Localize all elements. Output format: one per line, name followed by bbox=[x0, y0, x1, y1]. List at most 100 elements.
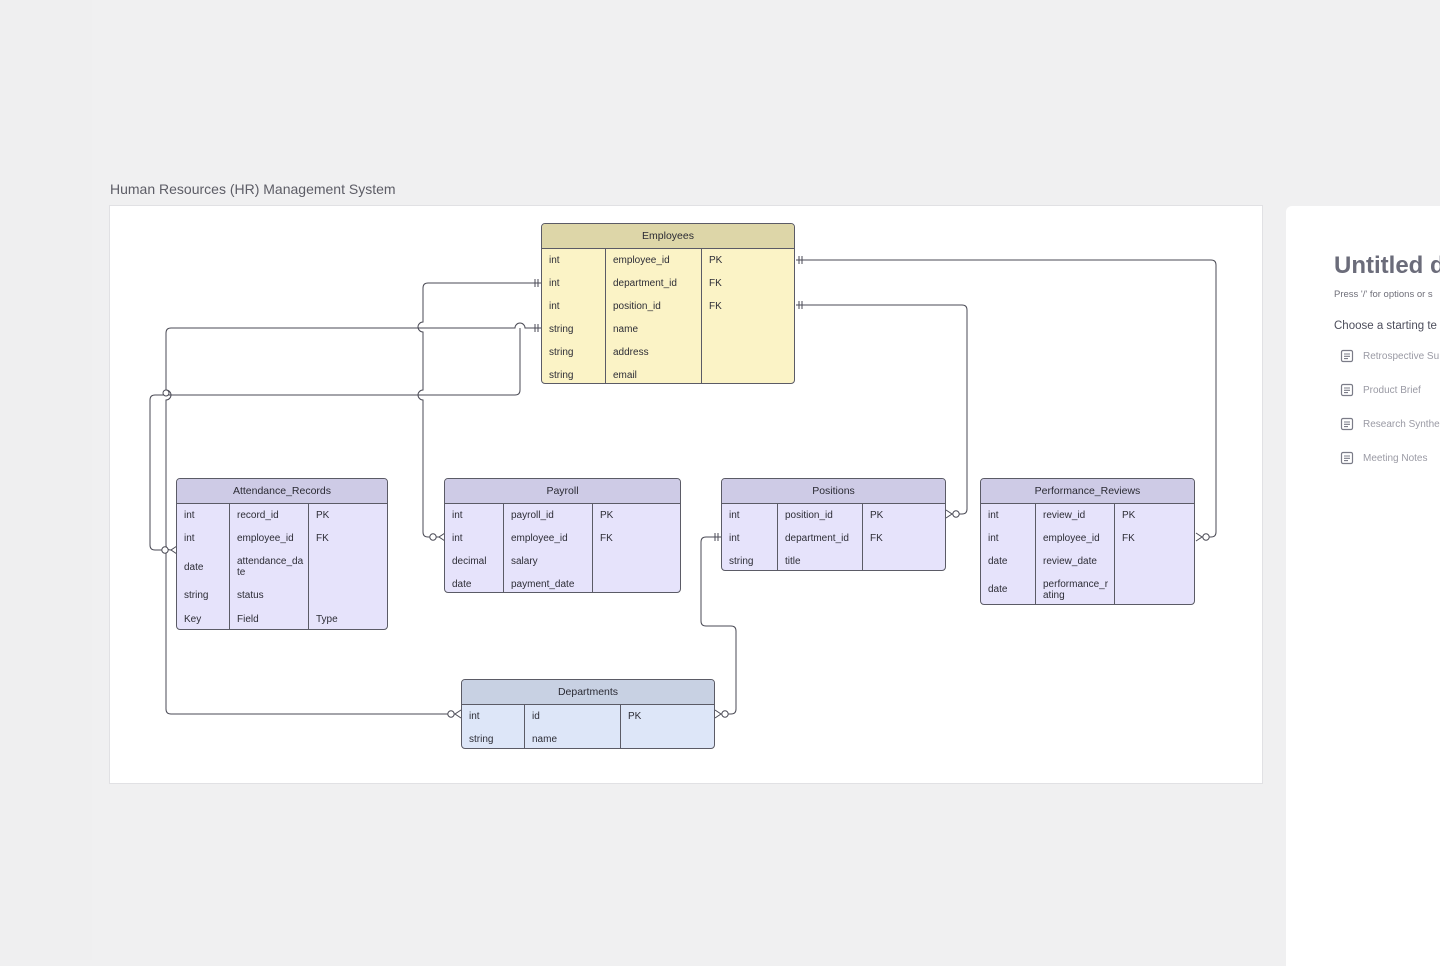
column-key: PK bbox=[709, 255, 723, 266]
column-field: department_id bbox=[785, 533, 849, 544]
table-row[interactable]: int review_id PK bbox=[981, 504, 1194, 527]
column-key: FK bbox=[870, 533, 883, 544]
column-field: employee_id bbox=[1043, 533, 1100, 544]
table-row[interactable]: string name bbox=[542, 318, 794, 341]
entity-positions[interactable]: Positions int position_id PK int departm… bbox=[721, 478, 946, 571]
table-row[interactable]: int employee_id FK bbox=[981, 527, 1194, 550]
column-divider bbox=[308, 503, 309, 629]
entity-title: Payroll bbox=[445, 479, 680, 504]
template-label: Research Synthe bbox=[1363, 418, 1440, 430]
frame-title[interactable]: Human Resources (HR) Management System bbox=[110, 181, 396, 197]
column-key: FK bbox=[600, 533, 613, 544]
column-type: string bbox=[729, 555, 754, 567]
table-row[interactable]: Key Field Type bbox=[177, 607, 387, 629]
column-divider bbox=[503, 503, 504, 592]
column-field: email bbox=[613, 369, 637, 381]
table-row[interactable]: int position_id FK bbox=[542, 295, 794, 318]
column-key: FK bbox=[709, 301, 722, 312]
column-divider bbox=[701, 248, 702, 383]
column-field: status bbox=[237, 590, 264, 601]
column-type: string bbox=[549, 324, 574, 335]
column-field: employee_id bbox=[237, 533, 294, 544]
document-icon bbox=[1340, 417, 1354, 431]
table-row[interactable]: int record_id PK bbox=[177, 504, 387, 527]
table-row[interactable]: date payment_date bbox=[445, 573, 680, 592]
table-row[interactable]: string address bbox=[542, 341, 794, 364]
column-type: date bbox=[184, 561, 204, 573]
column-divider bbox=[229, 503, 230, 629]
column-field: review_date bbox=[1043, 556, 1097, 567]
column-key: PK bbox=[870, 510, 884, 521]
table-row[interactable]: decimal salary bbox=[445, 550, 680, 573]
document-icon bbox=[1340, 383, 1354, 397]
entity-title: Attendance_Records bbox=[177, 479, 387, 504]
column-type: int bbox=[549, 255, 560, 266]
column-divider bbox=[1035, 503, 1036, 604]
table-row[interactable]: int position_id PK bbox=[722, 504, 945, 527]
column-divider bbox=[605, 248, 606, 383]
choose-template-heading: Choose a starting te bbox=[1334, 320, 1437, 332]
column-type: string bbox=[549, 369, 574, 381]
table-row[interactable]: int id PK bbox=[462, 705, 714, 728]
column-type: int bbox=[988, 510, 999, 521]
entity-payroll[interactable]: Payroll int payroll_id PK int employee_i… bbox=[444, 478, 681, 593]
column-divider bbox=[777, 503, 778, 570]
column-divider bbox=[620, 704, 621, 748]
template-label: Meeting Notes bbox=[1363, 452, 1428, 464]
column-type: int bbox=[549, 278, 560, 289]
document-hint: Press '/' for options or s bbox=[1334, 289, 1433, 300]
table-row[interactable]: int employee_id FK bbox=[177, 527, 387, 550]
table-row[interactable]: int payroll_id PK bbox=[445, 504, 680, 527]
column-key: PK bbox=[628, 711, 642, 722]
template-research-synthesis[interactable]: Research Synthe bbox=[1340, 415, 1440, 433]
column-field: employee_id bbox=[613, 255, 670, 266]
column-field: employee_id bbox=[511, 533, 568, 544]
column-type: int bbox=[988, 533, 999, 544]
column-type: string bbox=[549, 347, 574, 358]
table-row[interactable]: int department_id FK bbox=[722, 527, 945, 550]
template-meeting-notes[interactable]: Meeting Notes bbox=[1340, 449, 1427, 467]
column-field: review_id bbox=[1043, 510, 1086, 521]
table-row[interactable]: string title bbox=[722, 550, 945, 570]
column-field: id bbox=[532, 711, 540, 722]
column-type: int bbox=[549, 301, 560, 312]
template-retrospective[interactable]: Retrospective Su bbox=[1340, 347, 1439, 365]
column-type: date bbox=[988, 584, 1008, 595]
template-product-brief[interactable]: Product Brief bbox=[1340, 381, 1421, 399]
column-type: int bbox=[729, 533, 740, 544]
column-divider bbox=[1114, 503, 1115, 604]
column-type: int bbox=[452, 533, 463, 544]
table-row[interactable]: int employee_id FK bbox=[445, 527, 680, 550]
table-row[interactable]: string name bbox=[462, 728, 714, 748]
document-title[interactable]: Untitled d bbox=[1334, 252, 1440, 279]
table-row[interactable]: string status bbox=[177, 584, 387, 607]
document-panel[interactable]: Untitled d Press '/' for options or s Ch… bbox=[1286, 206, 1440, 966]
column-key: FK bbox=[1122, 533, 1135, 544]
column-type: int bbox=[469, 711, 480, 722]
entity-title: Positions bbox=[722, 479, 945, 504]
column-type: string bbox=[469, 733, 494, 745]
table-row[interactable]: string email bbox=[542, 364, 794, 383]
table-row[interactable]: date review_date bbox=[981, 550, 1194, 573]
column-type: string bbox=[184, 590, 209, 601]
column-field: payroll_id bbox=[511, 510, 554, 521]
column-field: attendance_date bbox=[237, 556, 304, 578]
entity-performance-reviews[interactable]: Performance_Reviews int review_id PK int… bbox=[980, 478, 1195, 605]
table-row[interactable]: int department_id FK bbox=[542, 272, 794, 295]
column-type: decimal bbox=[452, 556, 487, 567]
entity-title: Departments bbox=[462, 680, 714, 705]
table-row[interactable]: int employee_id PK bbox=[542, 249, 794, 272]
column-divider bbox=[862, 503, 863, 570]
entity-employees[interactable]: Employees int employee_id PK int departm… bbox=[541, 223, 795, 384]
column-field: department_id bbox=[613, 278, 677, 289]
table-row[interactable]: date performance_rating bbox=[981, 573, 1194, 604]
column-key: PK bbox=[1122, 510, 1136, 521]
entity-attendance-records[interactable]: Attendance_Records int record_id PK int … bbox=[176, 478, 388, 630]
column-field: payment_date bbox=[511, 578, 575, 590]
document-icon bbox=[1340, 451, 1354, 465]
column-type: date bbox=[452, 578, 472, 590]
column-field: address bbox=[613, 347, 649, 358]
template-label: Retrospective Su bbox=[1363, 350, 1440, 362]
table-row[interactable]: date attendance_date bbox=[177, 550, 387, 584]
entity-departments[interactable]: Departments int id PK string name bbox=[461, 679, 715, 749]
